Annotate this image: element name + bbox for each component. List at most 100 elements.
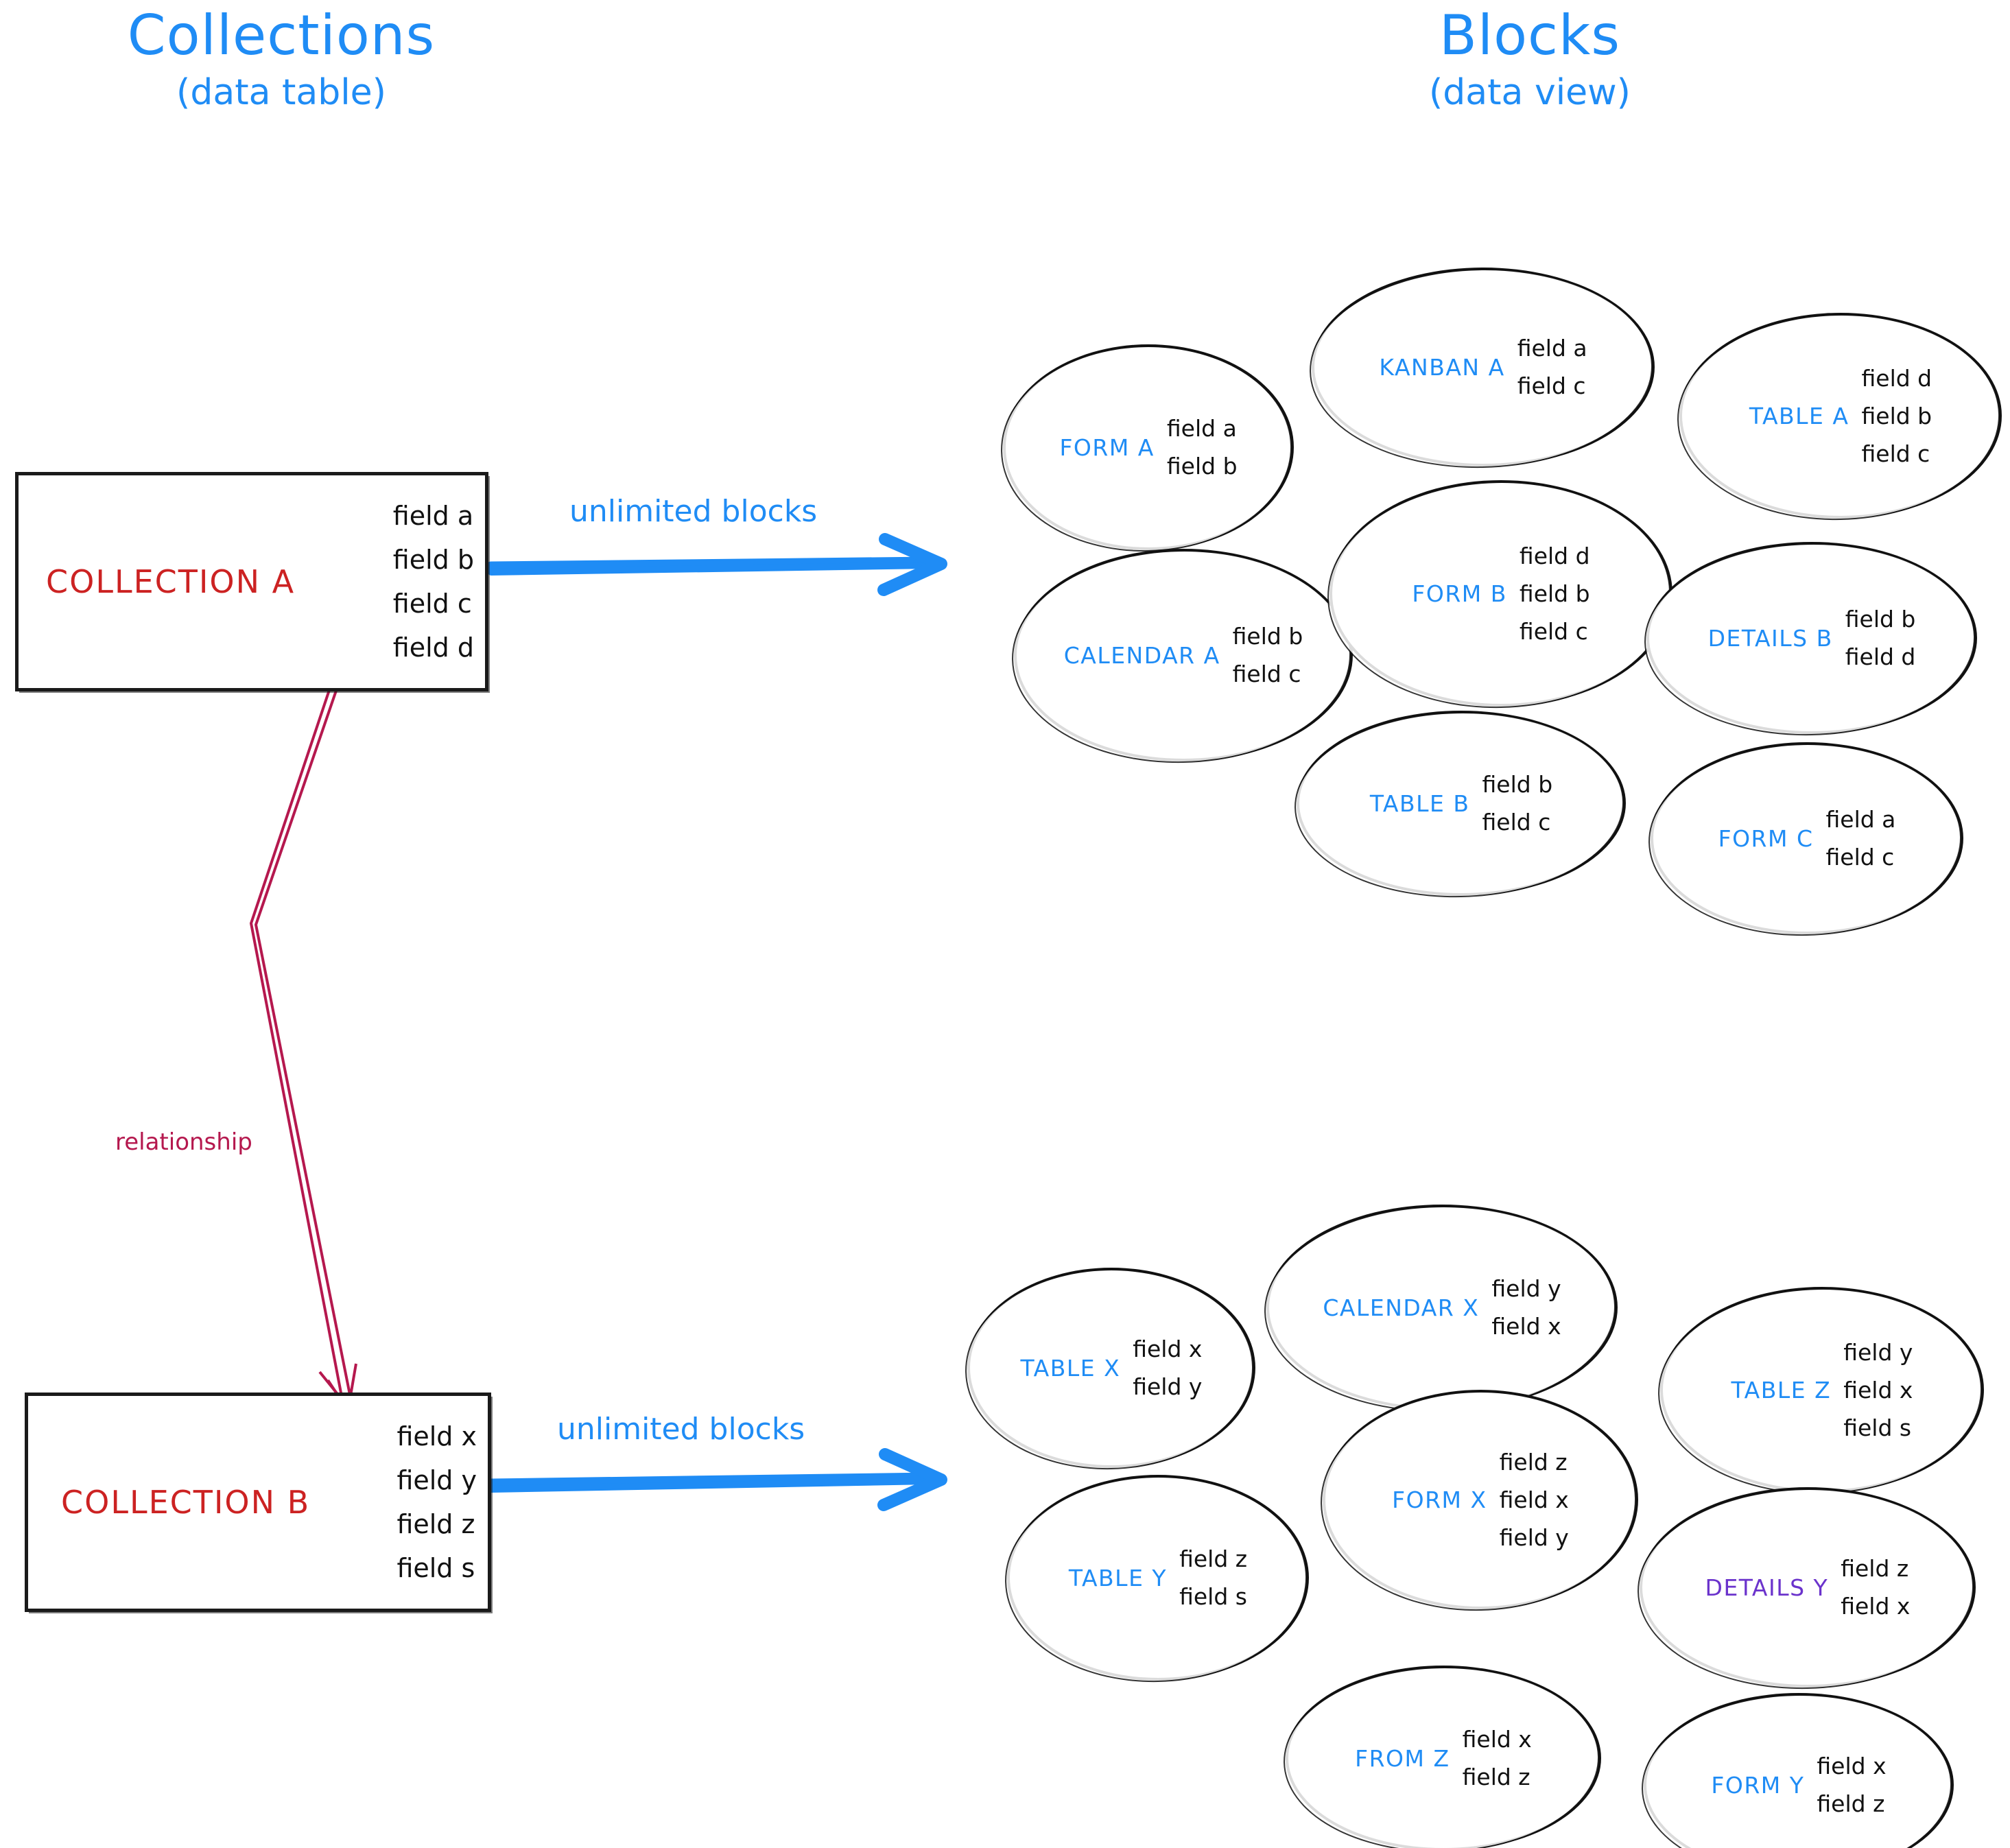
collection-box-b[interactable]: COLLECTION B field x field y field z fie… (25, 1393, 491, 1612)
block-table-z-fields: field y field x field s (1843, 1334, 1913, 1447)
block-calendar-x-name: CALENDAR X (1323, 1294, 1480, 1321)
block-details-b[interactable]: DETAILS B field b field d (1642, 540, 1977, 739)
block-table-y-fields: field z field s (1179, 1540, 1247, 1615)
arrow-unlimited-blocks-a (485, 533, 947, 596)
block-form-x-fields: field z field x field y (1500, 1443, 1569, 1556)
block-table-z-name: TABLE Z (1731, 1376, 1832, 1403)
block-field: field c (1825, 844, 1895, 870)
block-form-b[interactable]: FORM B field d field b field c (1325, 478, 1673, 711)
block-field: field z (1499, 1448, 1568, 1476)
block-field: field c (1232, 661, 1301, 687)
block-form-x[interactable]: FORM X field z field x field y (1319, 1388, 1639, 1614)
block-table-x-name: TABLE X (1020, 1354, 1121, 1382)
block-field: field x (1817, 1753, 1887, 1779)
block-table-a-name: TABLE A (1749, 402, 1849, 429)
block-form-c[interactable]: FORM C field a field c (1646, 740, 1963, 939)
block-field: field a (1825, 806, 1896, 833)
arrow-unlimited-blocks-b (485, 1448, 947, 1511)
heading-blocks-title: Blocks (1439, 3, 1621, 67)
block-form-y-fields: field x field z (1817, 1747, 1886, 1823)
block-field: field s (1843, 1414, 1912, 1441)
block-details-b-name: DETAILS B (1707, 624, 1833, 652)
block-form-y-name: FORM Y (1711, 1771, 1805, 1799)
collection-b-field: field x (397, 1421, 477, 1452)
collection-b-field-list: field x field y field z field s (397, 1396, 477, 1609)
block-table-x-fields: field x field y (1133, 1330, 1202, 1406)
block-field: field x (1491, 1313, 1561, 1340)
heading-blocks-subtitle: (data view) (1429, 72, 1631, 113)
heading-blocks: Blocks (data view) (1290, 7, 1770, 112)
collection-a-field: field b (392, 545, 474, 575)
collection-a-field: field a (392, 501, 474, 531)
block-field: field x (1841, 1593, 1911, 1620)
block-field: field a (1517, 335, 1587, 362)
block-field: field b (1519, 580, 1590, 607)
block-field: field x (1133, 1336, 1203, 1362)
heading-collections: Collections (data table) (41, 7, 521, 112)
collection-a-field-list: field a field b field c field d (393, 475, 474, 688)
block-kanban-a[interactable]: KANBAN A field a field c (1308, 265, 1655, 471)
block-table-y[interactable]: TABLE Y field z field s (1003, 1473, 1309, 1685)
block-form-y[interactable]: FORM Y field x field z (1640, 1691, 1954, 1848)
heading-collections-title: Collections (127, 3, 436, 67)
block-kanban-a-fields: field a field c (1517, 329, 1587, 405)
block-field: field a (1166, 415, 1237, 442)
block-field: field z (1841, 1555, 1909, 1582)
block-field: field c (1861, 440, 1930, 467)
block-field: field c (1517, 372, 1586, 399)
block-field: field x (1462, 1726, 1532, 1753)
collection-a-field: field c (392, 589, 472, 619)
block-calendar-a[interactable]: CALENDAR A field b field c (1010, 547, 1353, 766)
block-calendar-a-fields: field b field c (1233, 617, 1303, 693)
block-field: field z (1462, 1764, 1530, 1790)
block-from-z[interactable]: FROM Z field x field z (1281, 1663, 1601, 1848)
block-calendar-x[interactable]: CALENDAR X field y field x (1262, 1203, 1618, 1415)
block-kanban-a-name: KANBAN A (1379, 353, 1505, 381)
block-table-b-fields: field b field c (1482, 766, 1553, 841)
collection-b-field: field y (397, 1465, 477, 1495)
block-field: field b (1845, 606, 1916, 632)
block-field: field d (1845, 643, 1916, 670)
block-field: field b (1861, 402, 1932, 429)
collection-a-name: COLLECTION A (46, 563, 296, 600)
block-calendar-a-name: CALENDAR A (1063, 641, 1220, 669)
arrow-label-unlimited-blocks-a: unlimited blocks (569, 494, 818, 529)
block-field: field y (1133, 1373, 1203, 1400)
block-field: field x (1499, 1486, 1569, 1513)
block-table-z[interactable]: TABLE Z field y field x field s (1656, 1285, 1984, 1497)
block-field: field y (1499, 1524, 1569, 1551)
block-calendar-x-fields: field y field x (1491, 1270, 1561, 1345)
block-field: field d (1861, 364, 1932, 392)
block-field: field z (1817, 1790, 1885, 1817)
arrow-label-unlimited-blocks-b: unlimited blocks (557, 1412, 805, 1447)
block-field: field y (1843, 1338, 1913, 1366)
collection-box-a[interactable]: COLLECTION A field a field b field c fie… (15, 472, 488, 691)
collection-a-field: field d (392, 632, 474, 663)
block-table-y-name: TABLE Y (1068, 1564, 1168, 1591)
block-form-c-name: FORM C (1718, 825, 1814, 852)
block-field: field y (1491, 1275, 1561, 1302)
collection-b-field: field s (397, 1553, 475, 1583)
block-table-x[interactable]: TABLE X field x field y (963, 1266, 1255, 1473)
block-from-z-name: FROM Z (1355, 1744, 1450, 1772)
block-form-a[interactable]: FORM A field a field b (999, 343, 1294, 555)
block-field: field c (1482, 809, 1551, 836)
block-field: field x (1843, 1376, 1913, 1403)
block-field: field s (1179, 1583, 1247, 1610)
block-table-b[interactable]: TABLE B field b field c (1292, 709, 1626, 901)
block-field: field b (1166, 453, 1238, 479)
collection-b-field: field z (397, 1509, 475, 1539)
block-field: field d (1519, 542, 1590, 569)
block-table-b-name: TABLE B (1369, 790, 1470, 817)
block-table-a[interactable]: TABLE A field d field b field c (1675, 311, 2002, 523)
block-from-z-fields: field x field z (1463, 1720, 1532, 1796)
block-details-b-fields: field b field d (1845, 600, 1916, 676)
collection-b-name: COLLECTION B (61, 1484, 311, 1521)
block-details-y[interactable]: DETAILS Y field z field x (1635, 1485, 1976, 1692)
block-field: field c (1519, 617, 1588, 645)
relationship-label: relationship (115, 1128, 252, 1156)
block-field: field z (1179, 1545, 1248, 1572)
block-form-b-name: FORM B (1412, 580, 1507, 607)
block-details-y-fields: field z field x (1841, 1550, 1910, 1625)
